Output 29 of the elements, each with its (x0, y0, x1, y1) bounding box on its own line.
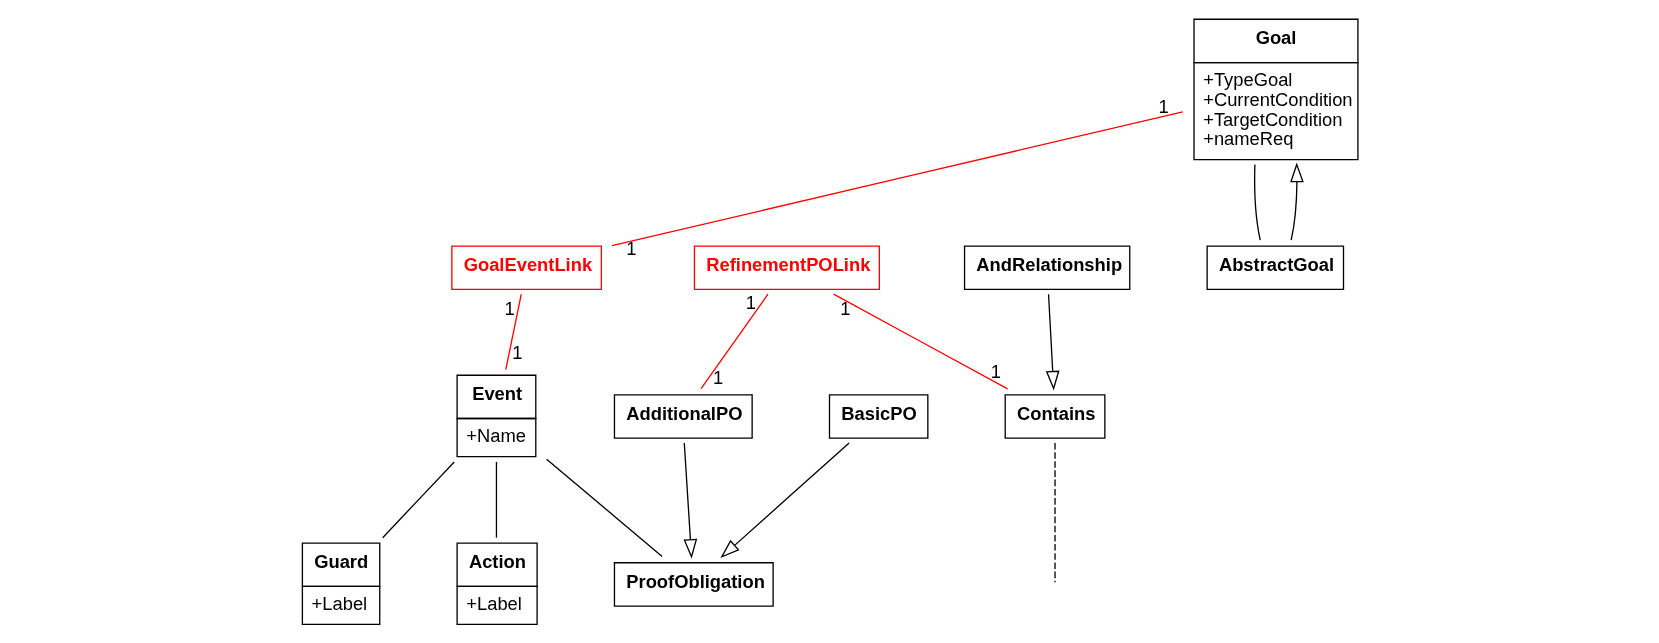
connector (700, 293, 769, 390)
arrow (1045, 293, 1060, 391)
node-box: ProofObligation (613, 562, 774, 607)
label: 1 (1158, 95, 1169, 117)
node-box: Contains (1004, 394, 1106, 439)
label: 1 (512, 341, 523, 363)
node-box: RefinementPOLink (693, 245, 880, 291)
label: 1 (713, 366, 724, 388)
node-box: GoalEventLink (451, 245, 602, 291)
connector (495, 461, 498, 539)
arrow (720, 442, 850, 559)
node-box: AdditionalPO (613, 394, 753, 439)
connector (1054, 442, 1056, 584)
node-box: AndRelationship (963, 245, 1131, 291)
arrow (683, 442, 698, 559)
connector (505, 293, 522, 371)
node-box: AbstractGoal (1206, 245, 1345, 291)
connector (833, 293, 1009, 390)
label: 1 (745, 291, 756, 313)
connector (1254, 163, 1261, 241)
arrow (1290, 162, 1304, 241)
label: 1 (504, 297, 515, 319)
connector (382, 461, 455, 539)
node-box: BasicPO (828, 394, 929, 439)
connector (545, 458, 663, 558)
label: 1 (990, 360, 1002, 382)
label: 1 (840, 297, 851, 319)
label: 1 (626, 237, 637, 259)
connector (611, 111, 1184, 247)
